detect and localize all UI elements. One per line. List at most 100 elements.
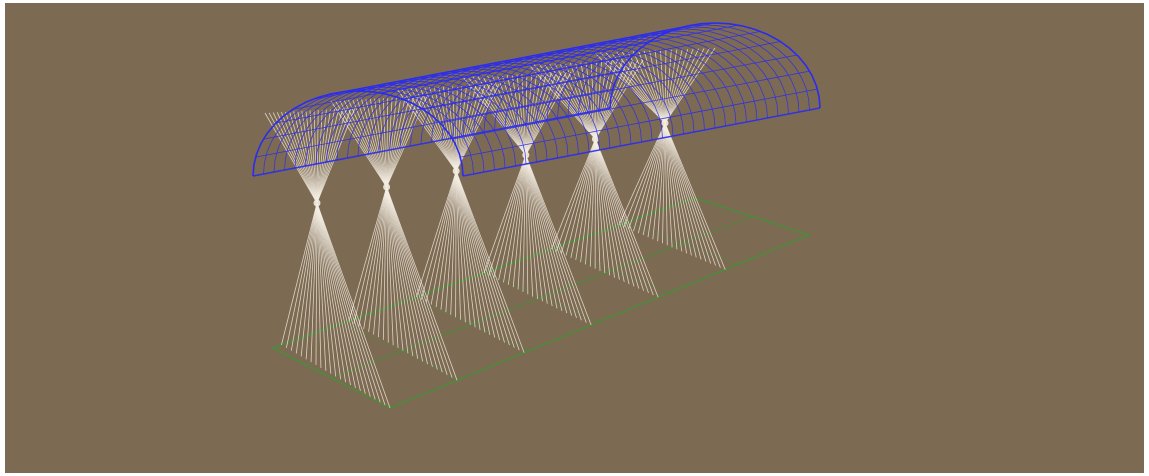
light-ray-upper (664, 49, 689, 124)
light-ray-lower (440, 170, 457, 310)
light-ray-lower (316, 202, 322, 368)
light-ray-lower (316, 202, 356, 389)
light-ray-lower (386, 186, 419, 359)
light-ray-lower (570, 138, 596, 258)
light-ray-lower (595, 138, 606, 274)
light-ray-upper (386, 97, 406, 188)
light-ray-lower (595, 138, 611, 276)
light-ray-lower (295, 202, 318, 354)
light-ray-lower (595, 138, 635, 287)
light-ray-lower (430, 170, 457, 305)
light-ray-lower (455, 170, 486, 333)
light-ray-lower (450, 170, 457, 315)
light-ray-lower (386, 186, 394, 346)
vault-longitudinal-line (312, 31, 670, 100)
light-ray-lower (316, 202, 327, 371)
light-ray-lower (316, 202, 366, 394)
light-ray-lower (595, 138, 601, 271)
light-ray-lower (310, 202, 318, 363)
light-ray-lower (386, 186, 438, 370)
light-ray-lower (386, 186, 433, 367)
light-ray-upper (316, 108, 340, 204)
light-ray-lower (498, 154, 527, 281)
light-ray-lower (664, 122, 712, 264)
light-ray-lower (517, 154, 527, 290)
light-ray-upper (525, 72, 552, 156)
light-ray-lower (493, 154, 527, 278)
light-ray-lower (595, 138, 649, 294)
light-ray-lower (595, 138, 615, 278)
light-ray-lower (522, 154, 527, 292)
light-ray-fan (462, 71, 592, 326)
floor-cross-line (413, 297, 530, 351)
light-ray-lower (637, 122, 666, 234)
vault-wireframe (252, 22, 821, 177)
light-ray-lower (664, 122, 687, 254)
light-ray-lower (315, 202, 318, 366)
light-ray-lower (455, 170, 491, 336)
light-ray-upper (595, 60, 623, 140)
light-ray-lower (455, 170, 496, 338)
light-ray-lower (647, 122, 666, 238)
light-ray-lower (595, 138, 644, 291)
light-ray-upper (455, 85, 463, 172)
floor-cross-line (554, 247, 670, 294)
light-ray-upper (424, 87, 457, 172)
light-ray-upper (415, 87, 457, 172)
light-ray-upper (442, 86, 457, 172)
light-ray-lower (358, 186, 387, 327)
light-ray-lower (363, 186, 387, 330)
light-ray-upper (627, 51, 666, 124)
vault-longitudinal-line (252, 107, 611, 177)
light-ray-lower (628, 122, 666, 230)
light-ray-upper (559, 63, 596, 140)
light-ray-lower (664, 122, 716, 266)
light-ray-upper (382, 98, 387, 188)
light-ray-lower (664, 122, 707, 262)
scene-canvas (5, 3, 1144, 473)
light-ray-lower (525, 154, 592, 326)
light-ray-upper (664, 48, 710, 124)
light-ray-lower (664, 122, 721, 268)
light-ray-upper (285, 111, 318, 204)
vault-longitudinal-line (462, 107, 821, 177)
light-ray-lower (551, 138, 596, 250)
light-ray-lower (618, 122, 666, 226)
light-ray-lower (525, 154, 543, 302)
light-ray-lower (525, 154, 563, 311)
ray-focal-point (591, 135, 599, 143)
light-ray-lower (386, 186, 409, 354)
light-ray-lower (348, 186, 387, 322)
light-ray-lower (316, 202, 342, 380)
light-ray-lower (285, 202, 318, 348)
light-ray-lower (455, 170, 510, 346)
light-ray-upper (396, 88, 457, 172)
light-ray-upper (386, 98, 389, 188)
light-ray-upper (280, 111, 318, 204)
light-ray-upper (455, 85, 467, 172)
light-ray-lower (368, 186, 387, 332)
light-ray-upper (525, 73, 533, 156)
light-ray-upper (293, 111, 318, 204)
light-ray-upper (575, 62, 596, 140)
light-ray-fan (396, 83, 525, 353)
light-ray-lower (316, 202, 386, 406)
light-ray-upper (590, 62, 596, 140)
light-ray-lower (316, 202, 346, 383)
vault-longitudinal-line (403, 31, 761, 100)
light-ray-upper (313, 110, 318, 204)
3d-viewport[interactable] (5, 3, 1144, 473)
light-ray-upper (316, 108, 344, 204)
light-ray-lower (386, 186, 458, 381)
light-ray-upper (595, 60, 633, 140)
light-ray-lower (386, 186, 448, 376)
light-ray-lower (664, 122, 692, 256)
light-ray-lower (525, 154, 582, 321)
light-ray-lower (455, 170, 525, 353)
light-ray-upper (549, 63, 596, 140)
light-ray-upper (525, 74, 528, 156)
light-ray-lower (555, 138, 596, 252)
light-ray-lower (525, 154, 577, 318)
light-ray-lower (483, 154, 527, 274)
light-ray-lower (664, 122, 683, 252)
